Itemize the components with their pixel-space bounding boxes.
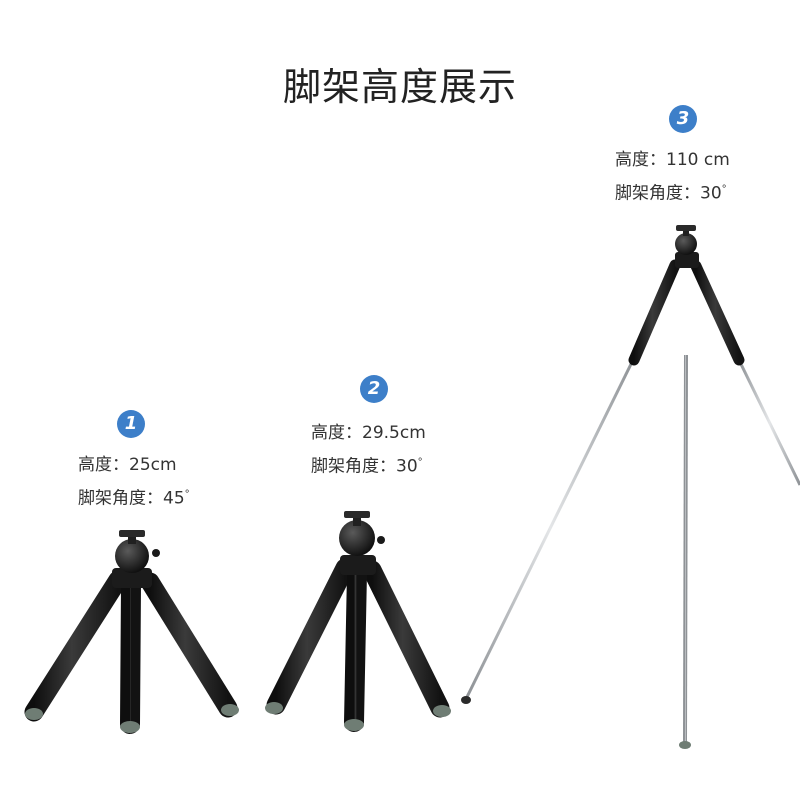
angle-label: 脚架角度： <box>78 488 163 509</box>
height-value: 25cm <box>129 455 177 475</box>
height-value: 110 cm <box>666 150 730 170</box>
tripod-1-angle-row: 脚架角度：45° <box>78 480 190 514</box>
step-number-badge-2: 2 <box>360 375 388 403</box>
degree-sign: ° <box>721 184 727 195</box>
degree-sign: ° <box>184 489 190 500</box>
height-label: 高度： <box>615 150 666 170</box>
angle-value: 45 <box>163 488 185 509</box>
step-number-badge-3: 3 <box>669 105 697 133</box>
angle-value: 30 <box>396 456 418 477</box>
height-label: 高度： <box>311 423 362 443</box>
angle-label: 脚架角度： <box>615 183 700 204</box>
tripod-3-specs: 高度：110 cm 脚架角度：30° <box>615 145 730 209</box>
tripod-2 <box>265 511 451 732</box>
page-title: 脚架高度展示 <box>282 65 517 109</box>
tripod-3-height-row: 高度：110 cm <box>615 145 730 175</box>
height-value: 29.5cm <box>362 423 426 443</box>
angle-value: 30 <box>700 183 722 204</box>
tripod-2-specs: 高度：29.5cm 脚架角度：30° <box>311 418 426 482</box>
tripod-1-specs: 高度：25cm 脚架角度：45° <box>78 450 190 514</box>
tripod-2-angle-row: 脚架角度：30° <box>311 448 426 482</box>
height-label: 高度： <box>78 455 129 475</box>
angle-label: 脚架角度： <box>311 456 396 477</box>
tripod-3-angle-row: 脚架角度：30° <box>615 175 730 209</box>
degree-sign: ° <box>417 457 423 468</box>
tripod-3 <box>461 225 800 749</box>
tripod-2-height-row: 高度：29.5cm <box>311 418 426 448</box>
tripod-1-height-row: 高度：25cm <box>78 450 190 480</box>
tripod-1 <box>24 530 239 734</box>
step-number-badge-1: 1 <box>117 410 145 438</box>
